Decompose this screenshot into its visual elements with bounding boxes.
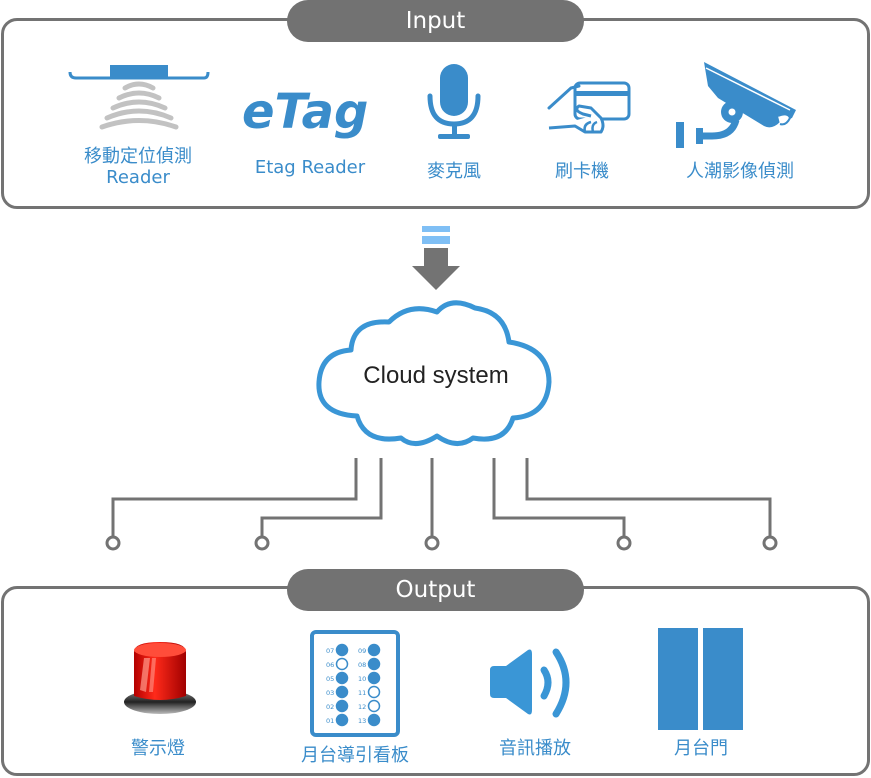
etag-logo-text: eTag [242, 84, 368, 140]
board-indicator-on [335, 671, 349, 685]
board-indicator-on [367, 657, 381, 671]
connector-node [105, 535, 121, 551]
input-item-crowd-camera: 人潮影像偵測 [660, 161, 820, 182]
cctv-camera-icon [672, 58, 802, 148]
board-indicator-on [367, 713, 381, 727]
board-number: 10 [358, 675, 366, 683]
input-item-microphone: 麥克風 [394, 161, 514, 182]
board-indicator-off [335, 657, 349, 671]
board-number: 06 [326, 661, 334, 669]
board-number: 02 [326, 703, 334, 711]
microphone-icon [424, 62, 484, 142]
board-indicator-on [335, 643, 349, 657]
board-indicator-off [367, 699, 381, 713]
connector-node [424, 535, 440, 551]
output-item-platform-board: 月台導引看板 [275, 745, 435, 766]
connector-line-5 [525, 458, 772, 537]
board-number: 09 [358, 647, 366, 655]
output-item-speaker: 音訊播放 [475, 738, 595, 759]
connector-node [616, 535, 632, 551]
item-label: 刷卡機 [555, 161, 609, 182]
board-indicator-off [367, 685, 381, 699]
item-label: 月台門 [674, 738, 728, 759]
connector-node [254, 535, 270, 551]
card-swipe-icon [545, 80, 635, 136]
output-title: Output [287, 569, 584, 611]
input-item-etag-reader: Etag Reader [230, 157, 390, 178]
output-item-platform-door: 月台門 [641, 738, 761, 759]
connector-node [762, 535, 778, 551]
rfid-reader-icon [68, 62, 210, 134]
input-item-card-swipe: 刷卡機 [522, 161, 642, 182]
board-indicator-on [367, 671, 381, 685]
board-number: 03 [326, 689, 334, 697]
output-item-warning-light: 警示燈 [98, 738, 218, 759]
cloud-system-label: Cloud system [363, 362, 509, 389]
item-label: 人潮影像偵測 [686, 161, 794, 182]
board-indicator-on [367, 643, 381, 657]
board-number: 11 [358, 689, 366, 697]
board-number: 01 [326, 717, 334, 725]
item-label: 麥克風 [427, 161, 481, 182]
item-label: Reader [106, 167, 170, 188]
board-indicator-on [335, 699, 349, 713]
board-number: 05 [326, 675, 334, 683]
board-number: 07 [326, 647, 334, 655]
connector-lines [0, 450, 871, 560]
platform-guide-board-icon: 07 06 05 03 02 01 09 08 10 11 12 13 [310, 630, 400, 737]
warning-light-icon [120, 640, 200, 720]
item-label: Etag Reader [254, 157, 366, 178]
arrow-down-icon [412, 224, 460, 292]
item-label: 音訊播放 [499, 738, 571, 759]
board-indicator-on [335, 713, 349, 727]
item-label: 移動定位偵測 [84, 146, 192, 167]
board-number: 13 [358, 717, 366, 725]
board-number: 08 [358, 661, 366, 669]
speaker-icon [486, 644, 586, 724]
input-title: Input [287, 0, 584, 42]
cloud-icon [313, 298, 557, 448]
item-label: 月台導引看板 [301, 745, 409, 766]
connector-line-2 [260, 458, 383, 537]
connector-line-1 [111, 458, 358, 537]
connector-line-4 [492, 458, 626, 537]
item-label: 警示燈 [131, 738, 185, 759]
etag-logo-icon: eTag [240, 84, 380, 140]
input-item-rfid-reader: 移動定位偵測 Reader [58, 146, 218, 188]
board-indicator-on [335, 685, 349, 699]
board-number: 12 [358, 703, 366, 711]
platform-door-icon [657, 627, 745, 731]
